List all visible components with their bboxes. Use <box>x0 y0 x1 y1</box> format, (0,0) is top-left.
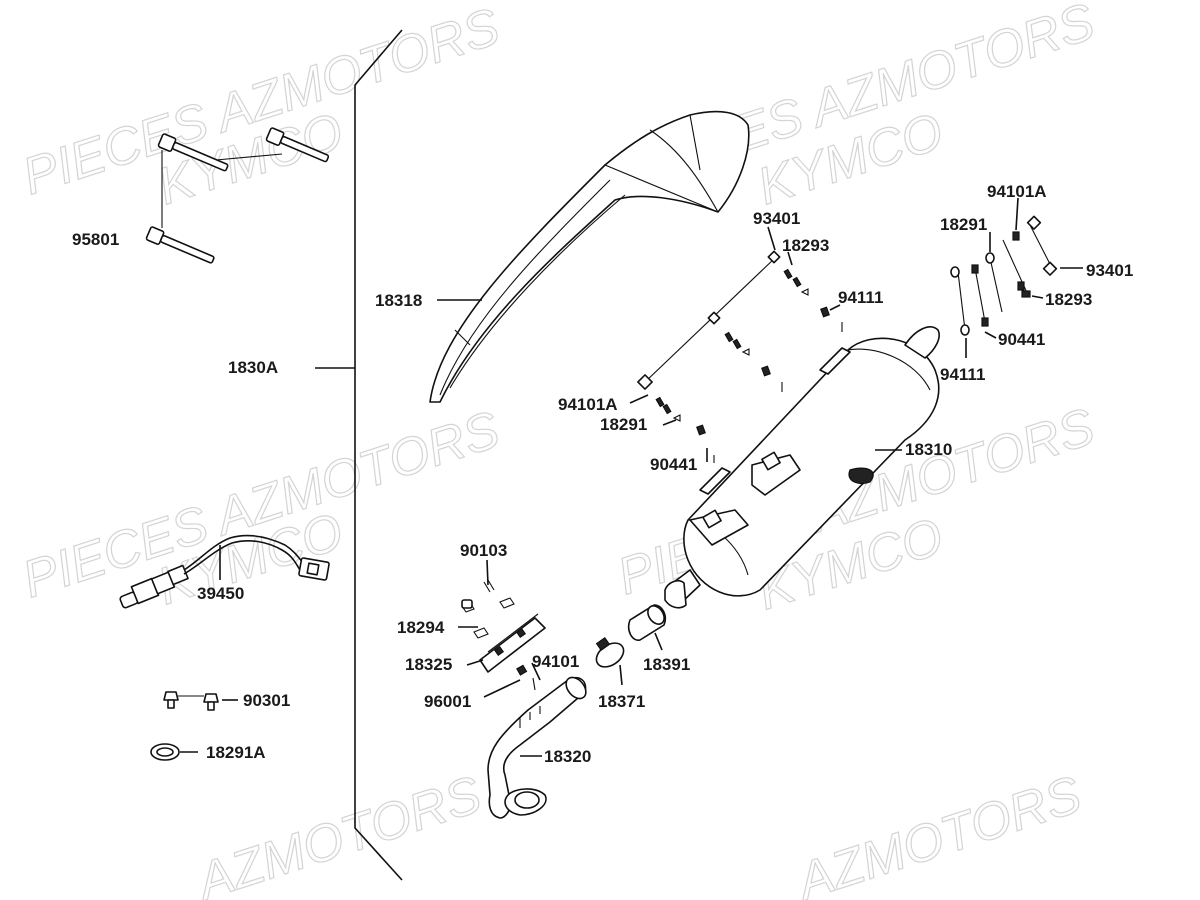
callout-18371: 18371 <box>598 692 645 711</box>
callout-95801: 95801 <box>72 230 119 249</box>
leader-line <box>466 659 484 666</box>
leader-line <box>1031 295 1044 299</box>
fasteners-94101-96001 <box>516 664 536 691</box>
callout-18293-left: 18293 <box>782 236 829 255</box>
callout-90441-left: 90441 <box>650 455 697 474</box>
callout-18291-left: 18291 <box>600 415 647 434</box>
heat-shield-18318 <box>429 110 750 403</box>
callout-18294: 18294 <box>397 618 445 637</box>
leader-line <box>829 304 841 311</box>
gasket-18391 <box>627 604 667 641</box>
leader-line <box>619 664 623 686</box>
bolt-95801-top <box>157 133 229 172</box>
callout-90103: 90103 <box>460 541 507 560</box>
watermark-text: AZMOTORS <box>788 765 1088 900</box>
leader-line <box>767 226 776 251</box>
callout-18291A: 18291A <box>206 743 266 762</box>
clamp-18371 <box>595 637 625 668</box>
leader-line <box>662 419 677 426</box>
washer-18291A <box>150 743 180 761</box>
callout-93401-left: 93401 <box>753 209 800 228</box>
assembly-bracket <box>354 29 403 881</box>
callout-18391: 18391 <box>643 655 690 674</box>
leader-line <box>654 632 663 651</box>
leader-line <box>1015 197 1019 231</box>
leader-line <box>215 153 283 161</box>
bolts-90301 <box>163 691 219 711</box>
leader-line <box>787 251 793 266</box>
leader-line <box>629 394 649 404</box>
leader-line <box>531 662 541 681</box>
callout-94101A-right: 94101A <box>987 182 1047 201</box>
callout-93401-right: 93401 <box>1086 261 1133 280</box>
leader-line <box>483 679 521 698</box>
callout-94111-left: 94111 <box>838 288 883 307</box>
bolt-95801-group <box>145 127 330 264</box>
fastener-stack-right <box>950 215 1058 336</box>
callout-39450: 39450 <box>197 584 244 603</box>
exhaust-pipe-18320 <box>487 676 587 819</box>
leader-line <box>984 331 997 339</box>
callout-94111-right: 94111 <box>940 365 985 384</box>
bolt-95801-right <box>265 127 330 163</box>
callout-18320: 18320 <box>544 747 591 766</box>
bracket-18325 <box>461 579 546 673</box>
callout-96001: 96001 <box>424 692 471 711</box>
fastener-stack-left <box>637 250 843 463</box>
callout-94101: 94101 <box>532 652 579 671</box>
bolt-95801-bottom <box>145 226 215 264</box>
callout-90441-right: 90441 <box>998 330 1045 349</box>
callout-1830A: 1830A <box>228 358 278 377</box>
muffler-18310 <box>664 326 940 609</box>
callout-90301: 90301 <box>243 691 290 710</box>
callout-18293-right: 18293 <box>1045 290 1092 309</box>
callout-18310: 18310 <box>905 440 952 459</box>
callout-94101A-left: 94101A <box>558 395 618 414</box>
watermark-text: AZMOTORS <box>188 765 488 900</box>
oxygen-sensor-39450 <box>119 534 330 609</box>
leader-line <box>486 559 489 586</box>
callout-18325: 18325 <box>405 655 452 674</box>
callout-18291-right: 18291 <box>940 215 987 234</box>
callout-18318: 18318 <box>375 291 422 310</box>
